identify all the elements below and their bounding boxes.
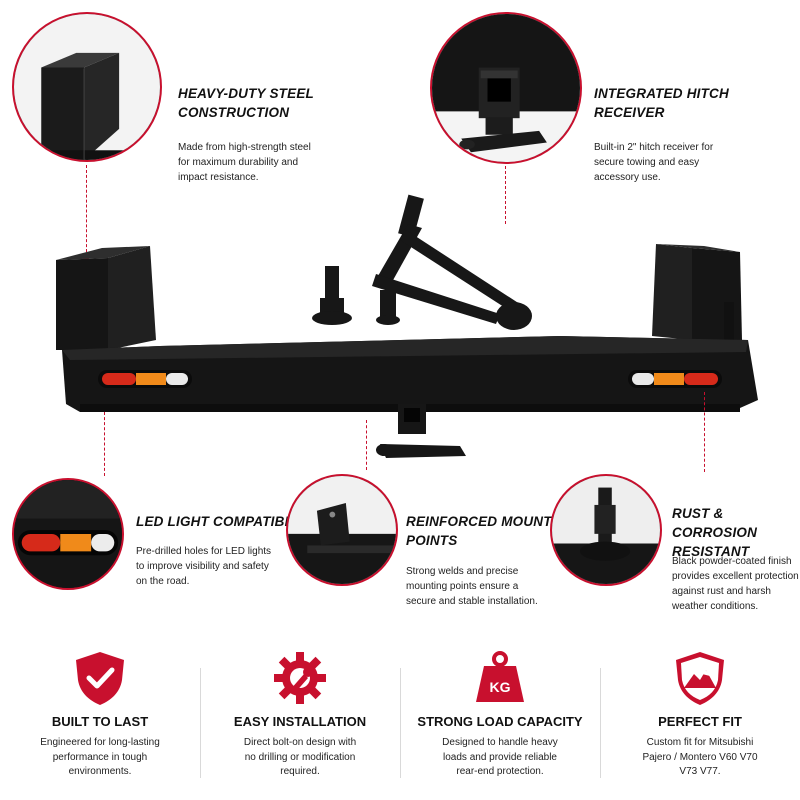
badge-title: PERFECT FIT	[658, 714, 742, 729]
badge-description: Direct bolt-on design with no drilling o…	[243, 737, 357, 777]
steel-feature-description: Made from high-strength steel for maximu…	[178, 142, 311, 183]
jack-post-illustration	[552, 476, 660, 584]
hitch-feature-title: INTEGRATED HITCH RECEIVER	[594, 86, 729, 120]
mounting-feature-title: REINFORCED MOUNTING POINTS	[406, 514, 577, 548]
led-feature-title: LED LIGHT COMPATIBLE	[136, 514, 303, 529]
tire-carrier-arm	[372, 194, 532, 330]
gear-wrench-icon	[274, 652, 326, 704]
left-tail-light	[98, 370, 192, 388]
mounting-callout-line	[366, 420, 367, 470]
mounting-feature-description: Strong welds and precise mounting points…	[406, 566, 538, 607]
rear-bumper-product-image	[56, 194, 758, 458]
hitch-receiver-detail-image	[430, 12, 582, 164]
hitch-receiver	[376, 404, 466, 458]
shield-check-icon	[76, 652, 124, 705]
badge-built-to-last: BUILT TO LAST Engineered for long-lastin…	[0, 640, 200, 800]
badge-divider	[400, 668, 401, 778]
hitch-callout-line	[505, 166, 506, 224]
led-feature-description: Pre-drilled holes for LED lights to impr…	[136, 546, 272, 587]
badge-divider	[200, 668, 201, 778]
hitch-receiver-illustration	[432, 14, 580, 162]
badge-title: EASY INSTALLATION	[233, 714, 367, 729]
rust-feature-title: RUST & CORROSION RESISTANT	[672, 506, 758, 559]
led-callout-line	[104, 412, 105, 476]
rust-callout-line	[704, 392, 705, 472]
spare-mount-part	[312, 266, 352, 325]
steel-callout-line	[86, 165, 87, 257]
badge-perfect-fit: PERFECT FIT Custom fit for Mitsubishi Pa…	[600, 640, 800, 800]
steel-corner-illustration	[14, 14, 160, 160]
mountain-shield-icon	[676, 652, 724, 705]
badge-description: Engineered for long-lasting performance …	[40, 737, 160, 777]
badge-divider	[600, 668, 601, 778]
steel-construction-detail-image	[12, 12, 162, 162]
led-light-detail-image	[12, 478, 124, 590]
weight-kg-label: KG	[490, 679, 511, 695]
badge-title: STRONG LOAD CAPACITY	[417, 714, 583, 729]
right-tail-light	[628, 370, 722, 388]
led-light-illustration	[14, 480, 122, 588]
steel-feature-title: HEAVY-DUTY STEEL CONSTRUCTION	[178, 86, 314, 120]
weight-kg-icon: KG	[476, 651, 524, 702]
badge-easy-installation: EASY INSTALLATION Direct bolt-on design …	[200, 640, 400, 800]
rust-feature-description: Black powder-coated finish provides exce…	[672, 556, 799, 612]
badge-strong-load-capacity: KG STRONG LOAD CAPACITY Designed to hand…	[400, 640, 600, 800]
badge-description: Designed to handle heavy loads and provi…	[442, 737, 558, 777]
mounting-bracket-illustration	[288, 476, 396, 584]
badge-title: BUILT TO LAST	[51, 714, 149, 729]
hitch-feature-description: Built-in 2" hitch receiver for secure to…	[594, 142, 714, 183]
rust-resistant-detail-image	[550, 474, 662, 586]
mounting-points-detail-image	[286, 474, 398, 586]
badge-description: Custom fit for Mitsubishi Pajero / Monte…	[642, 737, 758, 777]
